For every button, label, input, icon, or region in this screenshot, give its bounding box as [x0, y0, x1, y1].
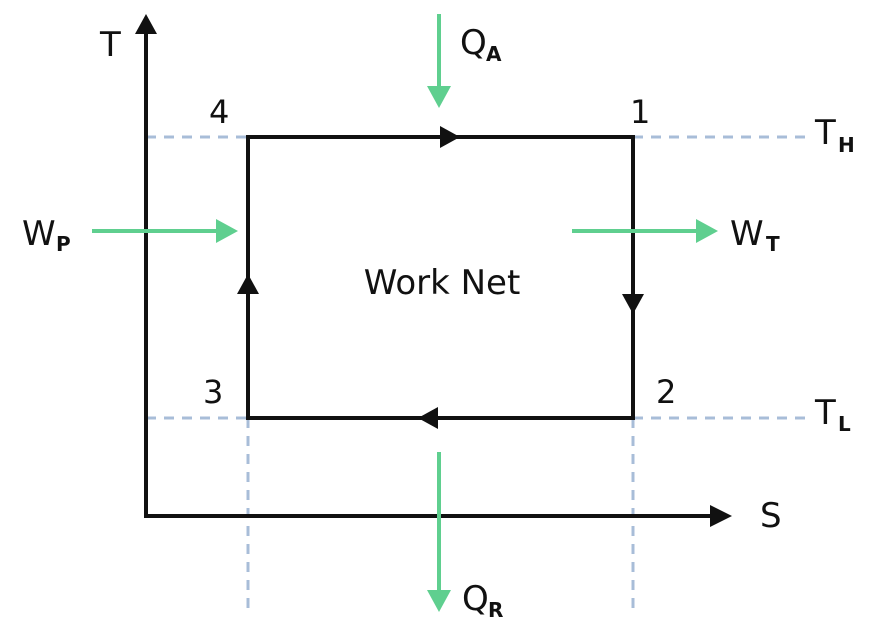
wt-label-sub: T [766, 232, 780, 256]
s-axis-arrowhead [710, 505, 732, 527]
qa-label-main: Q [460, 23, 487, 63]
wt-arrowhead [696, 219, 718, 243]
t-axis-label: T [99, 25, 121, 65]
wp-label-sub: P [56, 232, 71, 256]
arrow-4-to-1 [440, 126, 460, 148]
s-axis-label: S [760, 496, 782, 536]
wp-label-main: W [22, 214, 56, 254]
energy-flows [92, 14, 718, 612]
work-net-label: Work Net [364, 263, 521, 303]
qr-arrowhead [427, 590, 451, 612]
tl-label-main: T [814, 393, 836, 433]
state-2-label: 2 [656, 373, 676, 411]
wt-label-main: W [730, 214, 764, 254]
th-label-main: T [814, 113, 836, 153]
arrow-3-to-4 [237, 274, 259, 294]
qa-arrowhead [427, 86, 451, 108]
th-label-sub: H [838, 133, 855, 157]
tl-label-sub: L [838, 412, 851, 436]
axes [135, 14, 732, 527]
arrow-1-to-2 [622, 294, 644, 314]
wp-arrowhead [216, 219, 238, 243]
state-4-label: 4 [209, 93, 229, 131]
state-3-label: 3 [203, 373, 223, 411]
state-1-label: 1 [630, 93, 650, 131]
qr-label-sub: R [488, 598, 503, 622]
cycle-arrows [237, 126, 644, 429]
arrow-2-to-3 [418, 407, 438, 429]
t-axis-arrowhead [135, 14, 157, 34]
guide-lines [146, 135, 808, 612]
qa-label-sub: A [486, 42, 502, 66]
qr-label-main: Q [462, 579, 489, 619]
